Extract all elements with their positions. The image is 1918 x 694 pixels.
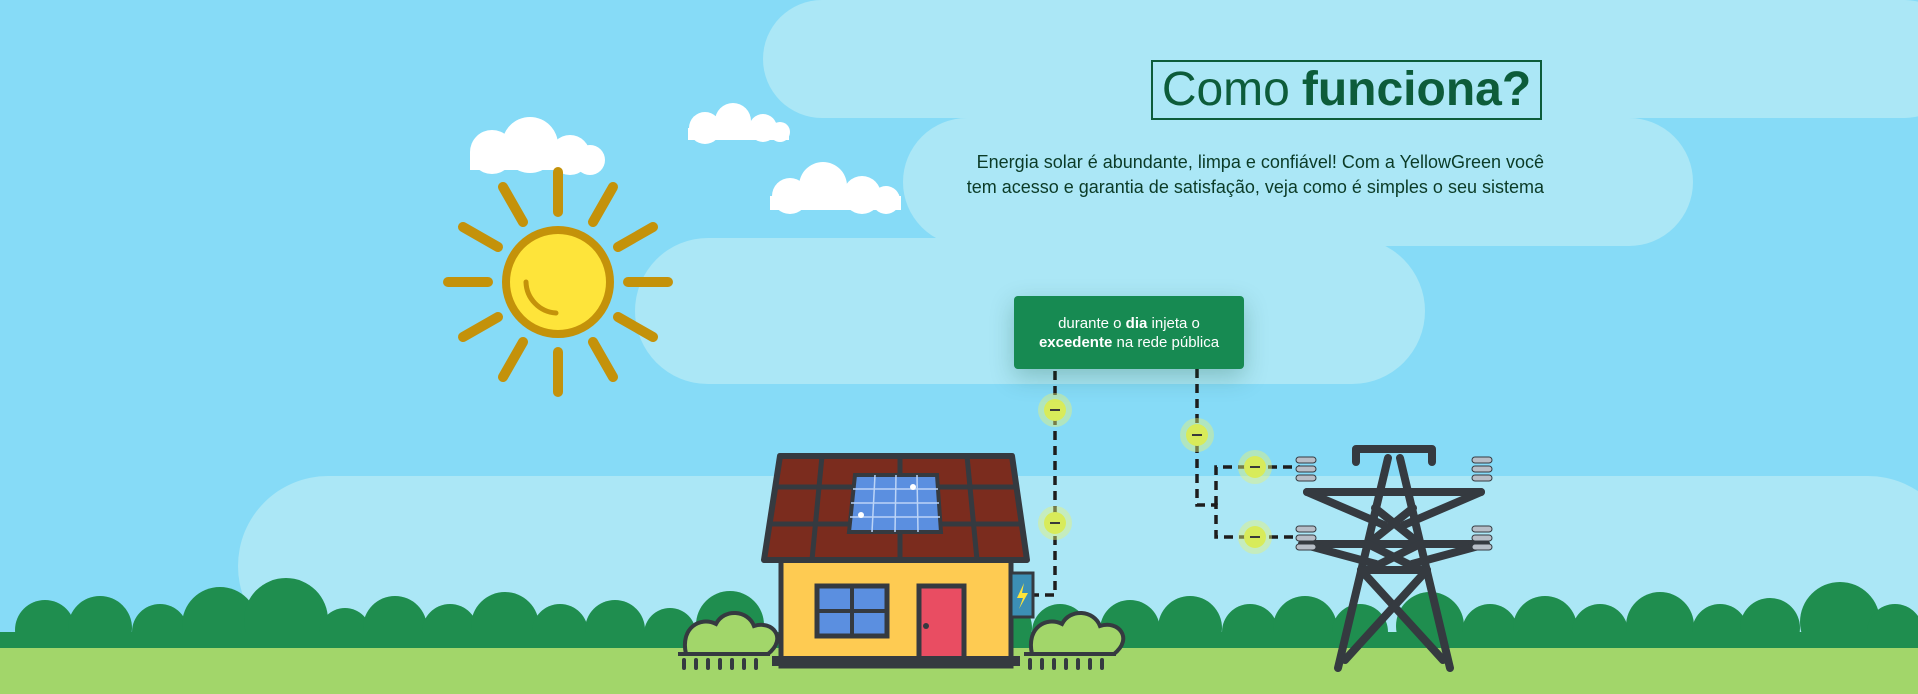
bushes (678, 611, 1126, 670)
energy-dots (1038, 393, 1272, 554)
power-tower-icon (1295, 445, 1493, 672)
bush-left (678, 611, 780, 670)
bush-right (1024, 611, 1126, 670)
cloud-2 (688, 103, 790, 144)
cloud-3 (770, 162, 901, 214)
intro-line-1: Energia solar é abundante, limpa e confi… (976, 152, 1544, 172)
small-clouds (470, 103, 901, 214)
callout-line-1: durante o dia injeta o (1058, 314, 1200, 333)
meter-icon (1009, 571, 1035, 619)
title-light: Como (1161, 63, 1290, 116)
callout-highlight: excedente (1038, 333, 1113, 351)
callout-line-2: excedente na rede pública (1039, 333, 1219, 352)
callout-text: injeta o (1151, 314, 1200, 332)
solar-panel-icon (846, 473, 944, 534)
energy-callout: durante o dia injeta o excedente na rede… (1014, 296, 1244, 369)
title-bold: funciona? (1301, 63, 1532, 116)
page-title: Como funciona? (1151, 60, 1542, 120)
callout-highlight: dia (1125, 314, 1148, 332)
intro-line-2: tem acesso e garantia de satisfação, vej… (966, 177, 1544, 197)
intro-text: Energia solar é abundante, limpa e confi… (930, 150, 1544, 200)
callout-text: na rede pública (1116, 333, 1220, 351)
house-icon (761, 453, 1035, 669)
callout-text: durante o (1058, 314, 1122, 332)
sun-icon (443, 167, 673, 397)
cloud-1 (470, 117, 605, 175)
